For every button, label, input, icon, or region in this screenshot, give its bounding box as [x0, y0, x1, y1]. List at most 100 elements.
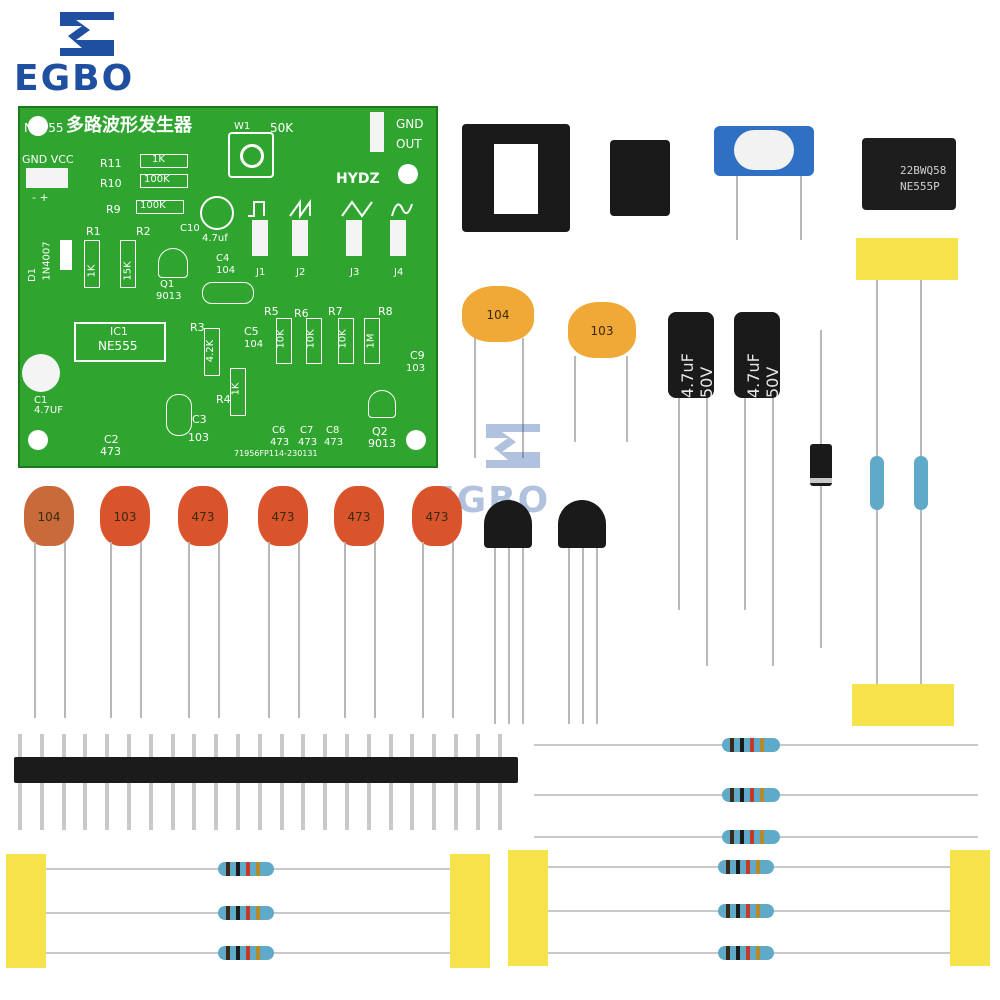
resistor-horizontal [218, 906, 274, 920]
c4-footprint [202, 282, 254, 304]
resistor-tape [6, 854, 46, 968]
resistor-band [256, 906, 260, 920]
r1-footprint [84, 240, 100, 288]
pcb-label-ic1: IC1 [110, 325, 128, 338]
capacitor-lead [140, 542, 142, 718]
resistor-band [740, 738, 744, 752]
ceramic-capacitor-label: 104 [37, 510, 61, 524]
q1-footprint [158, 248, 188, 278]
pcb-value-c4: 104 [216, 265, 236, 276]
r5-footprint [276, 318, 292, 364]
c3-footprint [166, 394, 192, 436]
pcb-title-left: NE555 [24, 121, 64, 135]
jumper-cap [610, 140, 670, 216]
resistor-band [756, 904, 760, 918]
egbo-logo-mark [60, 12, 114, 56]
pcb-label-w1: W1 [234, 121, 251, 132]
ic-marking-line1: 22BWQ58 [900, 164, 947, 177]
pcb-label-r3: R3 [190, 321, 205, 334]
electrolytic-capacitor: 4.7uF 50V [668, 312, 716, 398]
resistor-band [730, 830, 734, 844]
mounting-hole [28, 430, 48, 450]
pcb-label-r11: R11 [100, 157, 122, 170]
power-terminal-pads [26, 168, 68, 188]
transistor-9013 [484, 500, 532, 548]
pcb-value-c10: 4.7uf [202, 233, 228, 244]
capacitor-lead [34, 542, 36, 718]
pcb-label-gnd-vcc: GND VCC [22, 153, 74, 166]
resistor-vertical [914, 456, 928, 510]
resistor-band [736, 946, 740, 960]
ceramic-capacitor-104-large: 104 [462, 286, 534, 342]
pcb-board: NE555 多路波形发生器 W1 50K GND OUT HYDZ GND VC… [18, 106, 438, 468]
q2-footprint [368, 390, 396, 418]
r10-footprint [140, 174, 188, 188]
capacitor-lead [188, 542, 190, 718]
egbo-watermark-mark [486, 424, 540, 468]
pcb-label-c10: C10 [180, 223, 200, 234]
pcb-label-r7: R7 [328, 305, 343, 318]
pcb-label-r2: R2 [136, 225, 151, 238]
transistor-lead [508, 548, 510, 724]
ic1-footprint [74, 322, 166, 362]
transistor-lead [596, 548, 598, 724]
resistor-band [760, 738, 764, 752]
resistor-band [740, 830, 744, 844]
electrolytic-capacitor-label: 4.7uF 50V [678, 353, 716, 398]
resistor-band [746, 904, 750, 918]
pcb-label-j3: J3 [350, 267, 360, 278]
c10-footprint [200, 196, 234, 230]
pcb-value-c7: 473 [298, 437, 318, 448]
capacitor-lead [452, 542, 454, 718]
pcb-value-r3: 4.2K [205, 339, 217, 363]
transistor-9013 [558, 500, 606, 548]
j2-pads [292, 220, 308, 256]
pcb-value-c3: 103 [188, 431, 209, 444]
pcb-label-q2: Q2 [372, 425, 388, 438]
r8-footprint [364, 318, 380, 364]
resistor-tape [852, 684, 954, 726]
pcb-value-r8: 1M [365, 333, 377, 349]
transistor-lead [494, 548, 496, 724]
r11-footprint [140, 154, 188, 168]
pcb-label-c1: C1 [34, 395, 48, 406]
electrolytic-capacitor-label: 4.7uF 50V [744, 353, 782, 398]
output-terminal-pads [370, 112, 384, 152]
pcb-label-r8: R8 [378, 305, 393, 318]
pcb-value-c5: 104 [244, 339, 264, 350]
pcb-label-r9: R9 [106, 203, 121, 216]
pcb-label-polarity: - + [32, 191, 49, 204]
pcb-value-r2: 15K [122, 261, 134, 281]
resistor-band [740, 788, 744, 802]
capacitor-lead [422, 542, 424, 718]
resistor-band [730, 788, 734, 802]
pcb-value-c2: 473 [100, 445, 121, 458]
resistor-band [750, 738, 754, 752]
capacitor-lead [64, 542, 66, 718]
r2-footprint [120, 240, 136, 288]
pcb-label-d1: D1 [27, 267, 39, 283]
capacitor-lead [298, 542, 300, 718]
pcb-value-c9: 103 [406, 363, 426, 374]
resistor-horizontal [718, 946, 774, 960]
pcb-value-r5: 10K [275, 329, 287, 349]
pcb-value-c6: 473 [270, 437, 290, 448]
ic-socket-window [494, 144, 538, 214]
pcb-value-r9: 100K [140, 200, 166, 211]
mounting-hole [406, 430, 426, 450]
pcb-label-c8: C8 [326, 425, 340, 436]
pcb-value-ic1: NE555 [98, 339, 138, 353]
capacitor-lead [706, 398, 708, 666]
pcb-value-q1: 9013 [156, 291, 182, 302]
pin-header-body [14, 757, 518, 783]
resistor-band [246, 946, 250, 960]
pcb-label-j2: J2 [296, 267, 306, 278]
transistor-lead [568, 548, 570, 724]
resistor-band [746, 860, 750, 874]
pcb-label-r5: R5 [264, 305, 279, 318]
resistor-band [226, 946, 230, 960]
capacitor-lead [678, 398, 680, 610]
pcb-value-q2: 9013 [368, 437, 396, 450]
resistor-tape [856, 238, 958, 280]
ceramic-capacitor-label: 473 [191, 510, 215, 524]
